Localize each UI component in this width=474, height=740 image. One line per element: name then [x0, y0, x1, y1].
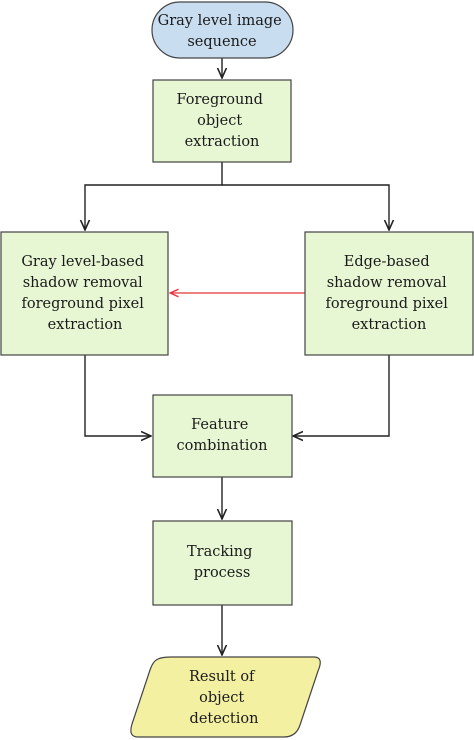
result-node-label-line: detection — [190, 711, 259, 727]
connector-foreground-to-gray-based — [85, 162, 223, 230]
start-node: Gray level image sequence — [151, 1, 294, 59]
foreground-extraction-shape — [152, 79, 292, 163]
result-node-label: Result of object detection — [189, 669, 259, 727]
gray-level-based-label-line: Gray level-based — [21, 254, 144, 270]
connector-gray-based-to-feature — [84, 355, 151, 436]
gray-level-based-label-line: shadow removal — [23, 275, 143, 291]
tracking-process-label-line: Tracking — [187, 544, 252, 560]
edge-based-label: Edge-based shadow removal foreground pix… — [325, 254, 452, 333]
foreground-extraction-label-line: extraction — [185, 134, 260, 150]
result-node: Result of object detection — [130, 656, 321, 738]
start-node-shape — [151, 1, 294, 59]
start-node-label-line: sequence — [187, 34, 256, 50]
gray-level-based-label-line: extraction — [48, 317, 123, 333]
result-node-label-line: object — [199, 690, 244, 706]
foreground-extraction-label: Foreground object extraction — [176, 92, 267, 150]
gray-level-based-label-line: foreground pixel — [21, 296, 144, 312]
result-node-shape — [130, 656, 321, 738]
edge-based-label-line: shadow removal — [327, 275, 447, 291]
edge-based-node: Edge-based shadow removal foreground pix… — [304, 231, 474, 356]
foreground-extraction-node: Foreground object extraction — [152, 79, 292, 163]
tracking-process-shape — [152, 520, 293, 606]
feature-combination-label: Feature combination — [176, 417, 267, 454]
gray-level-based-label: Gray level-based shadow removal foregrou… — [21, 254, 148, 333]
tracking-process-label: Tracking process — [187, 544, 257, 581]
tracking-process-node: Tracking process — [152, 520, 293, 606]
tracking-process-label-line: process — [194, 565, 251, 581]
connector-edge-based-to-feature — [293, 355, 390, 436]
gray-level-based-node: Gray level-based shadow removal foregrou… — [0, 231, 169, 356]
result-node-label-line: Result of — [189, 669, 256, 685]
gray-level-based-shape — [0, 231, 169, 356]
connector-foreground-to-edge-based — [222, 184, 389, 230]
feature-combination-label-line: Feature — [191, 417, 248, 433]
feature-combination-node: Feature combination — [152, 394, 293, 478]
edge-based-label-line: extraction — [352, 317, 427, 333]
foreground-extraction-label-line: Foreground — [176, 92, 262, 108]
feature-combination-shape — [152, 394, 293, 478]
edge-based-label-line: foreground pixel — [325, 296, 448, 312]
foreground-extraction-label-line: object — [197, 113, 242, 129]
feature-combination-label-line: combination — [176, 438, 267, 454]
edge-based-label-line: Edge-based — [344, 254, 430, 270]
edge-based-shape — [304, 231, 474, 356]
connectors — [85, 58, 389, 655]
start-node-label: Gray level image sequence — [158, 13, 287, 50]
start-node-label-line: Gray level image — [158, 13, 282, 29]
